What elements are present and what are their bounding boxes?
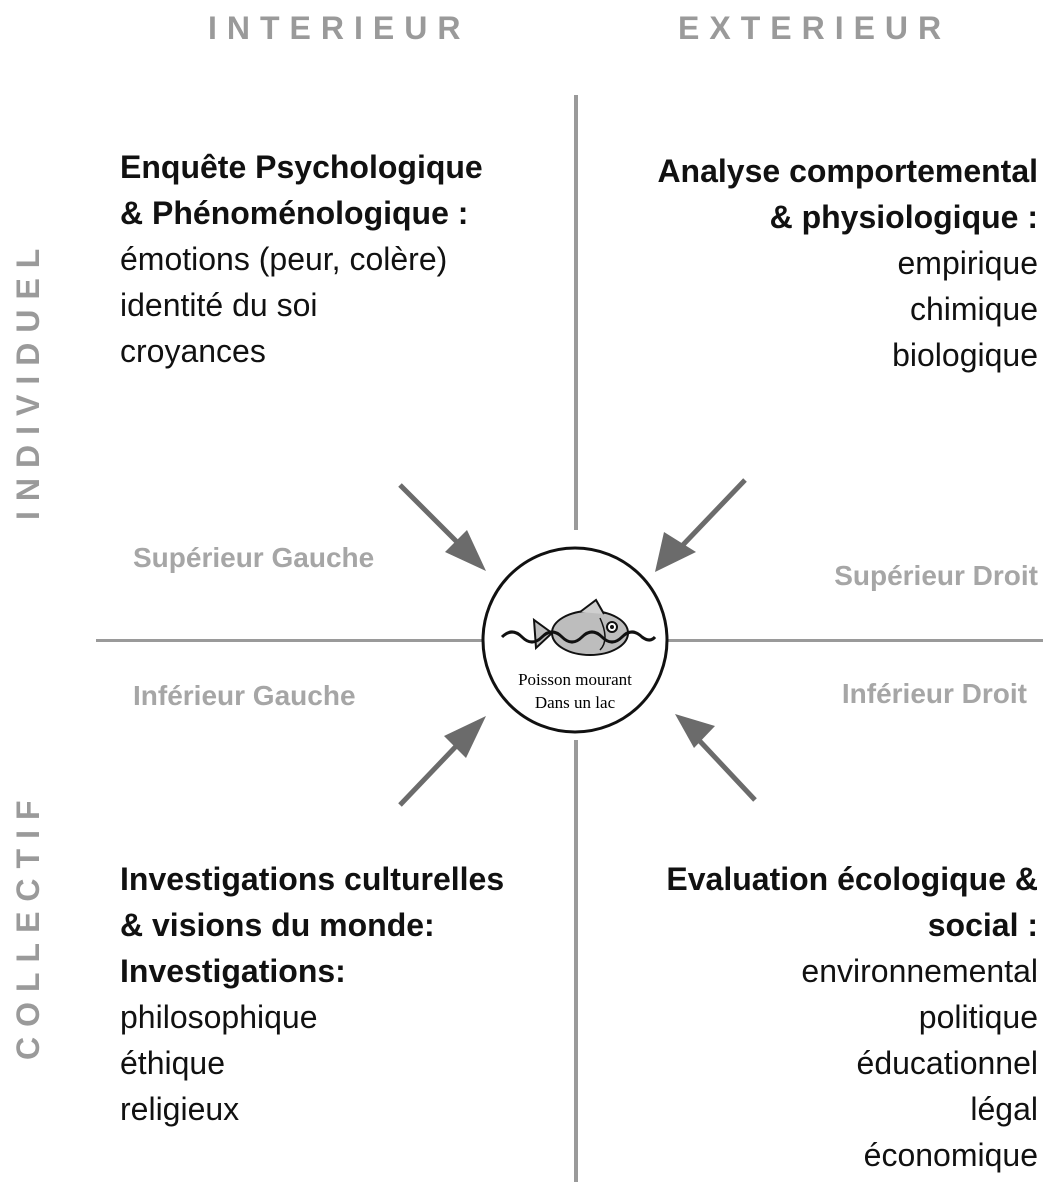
quadrant-heading: & visions du monde: — [120, 907, 435, 943]
corner-label-upper-right: Supérieur Droit — [834, 560, 1038, 591]
vertical-axis-top — [574, 95, 578, 530]
arrowhead-lower-right — [675, 714, 715, 748]
list-item: philosophique — [120, 999, 318, 1035]
corner-label-lower-left: Inférieur Gauche — [133, 680, 356, 711]
arrowhead-lower-left — [444, 716, 486, 758]
center-label-line2: Dans un lac — [535, 693, 616, 712]
quadrant-lower-right: Evaluation écologique & social : environ… — [588, 856, 1038, 1178]
corner-label-upper-left: Supérieur Gauche — [133, 542, 375, 573]
list-item: environnemental — [801, 953, 1038, 989]
quadrant-heading: Enquête Psychologique — [120, 149, 483, 185]
arrow-lower-right — [694, 735, 757, 802]
list-item: identité du soi — [120, 287, 318, 323]
quadrant-heading: & Phénoménologique : — [120, 195, 469, 231]
quadrant-upper-right: Analyse comportemental & physiologique :… — [588, 148, 1038, 378]
quadrant-heading: Investigations culturelles — [120, 861, 505, 897]
center-label-line1: Poisson mourant — [518, 670, 632, 689]
list-item: croyances — [120, 333, 266, 369]
list-item: économique — [863, 1137, 1038, 1173]
axis-label-exterior: EXTERIEUR — [678, 10, 952, 46]
quadrant-heading: Evaluation écologique & — [666, 861, 1038, 897]
quadrant-heading: Investigations: — [120, 953, 346, 989]
quadrant-upper-left: Enquête Psychologique & Phénoménologique… — [120, 144, 570, 374]
axis-label-interior: INTERIEUR — [208, 10, 471, 46]
quadrant-heading: Analyse comportemental — [657, 153, 1038, 189]
horizontal-axis-right — [666, 639, 1043, 642]
quadrant-heading: social : — [927, 907, 1038, 943]
list-item: émotions (peur, colère) — [120, 241, 448, 277]
list-item: chimique — [909, 291, 1038, 327]
list-item: éducationnel — [856, 1045, 1038, 1081]
arrow-upper-right — [678, 478, 747, 550]
arrow-upper-left — [398, 483, 464, 549]
list-item: légal — [970, 1091, 1038, 1127]
quadrant-lower-left: Investigations culturelles & visions du … — [120, 856, 570, 1132]
list-item: politique — [918, 999, 1038, 1035]
quadrant-heading: & physiologique : — [769, 199, 1038, 235]
corner-label-lower-right: Inférieur Droit — [841, 678, 1027, 709]
list-item: religieux — [120, 1091, 240, 1127]
horizontal-axis-left — [96, 639, 484, 642]
arrow-lower-left — [398, 738, 464, 807]
vertical-axis-bottom — [574, 740, 578, 1182]
list-item: biologique — [892, 337, 1038, 373]
arrowhead-upper-right — [655, 532, 696, 572]
list-item: empirique — [897, 245, 1038, 281]
arrowhead-upper-left — [445, 530, 486, 571]
fish-in-water-icon — [500, 598, 657, 656]
list-item: éthique — [120, 1045, 225, 1081]
